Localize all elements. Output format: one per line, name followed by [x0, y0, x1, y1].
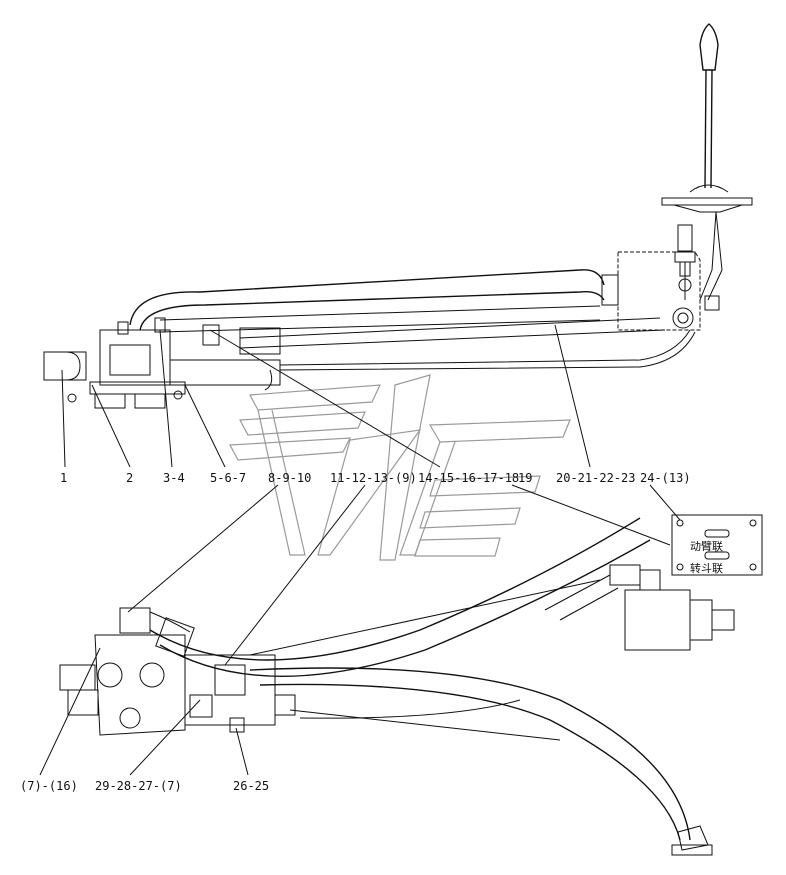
upper-multiway-valve	[43, 317, 281, 409]
callout-20-23: 20-21-22-23	[556, 471, 635, 485]
leader-lines	[39, 324, 681, 776]
lower-assembly: 动臂联 转斗联	[59, 514, 763, 856]
control-lever	[661, 23, 753, 301]
callout-8-9-10: 8-9-10	[268, 471, 311, 485]
callout-7-16: (7)-(16)	[20, 779, 78, 793]
callout-24-13: 24-(13)	[640, 471, 691, 485]
callout-labels: 1 2 3-4 5-6-7 8-9-10 11-12-13-(9) 14-15-…	[20, 471, 691, 793]
callout-14-18: 14-15-16-17-18	[418, 471, 519, 485]
plate-label-bucket: 转斗联	[690, 561, 723, 575]
callout-5-6-7: 5-6-7	[210, 471, 246, 485]
upper-hoses	[129, 269, 696, 371]
pilot-valve-box	[601, 251, 720, 331]
lower-multiway-valve	[59, 607, 296, 736]
upper-assembly	[43, 23, 753, 409]
operating-plate: 动臂联 转斗联	[671, 514, 763, 576]
plate-label-boom: 动臂联	[690, 540, 723, 553]
lower-hoses	[149, 517, 691, 841]
pilot-unit	[609, 564, 735, 651]
callout-26-25: 26-25	[233, 779, 269, 793]
hose-end-fitting	[671, 825, 713, 856]
linkage-rods	[674, 224, 696, 300]
callout-3-4: 3-4	[163, 471, 185, 485]
watermark-logo	[229, 374, 571, 561]
callout-19: 19	[518, 471, 532, 485]
callout-1: 1	[60, 471, 67, 485]
callout-29-28-27-7: 29-28-27-(7)	[95, 779, 182, 793]
callout-2: 2	[126, 471, 133, 485]
callout-11-12-13-9: 11-12-13-(9)	[330, 471, 417, 485]
